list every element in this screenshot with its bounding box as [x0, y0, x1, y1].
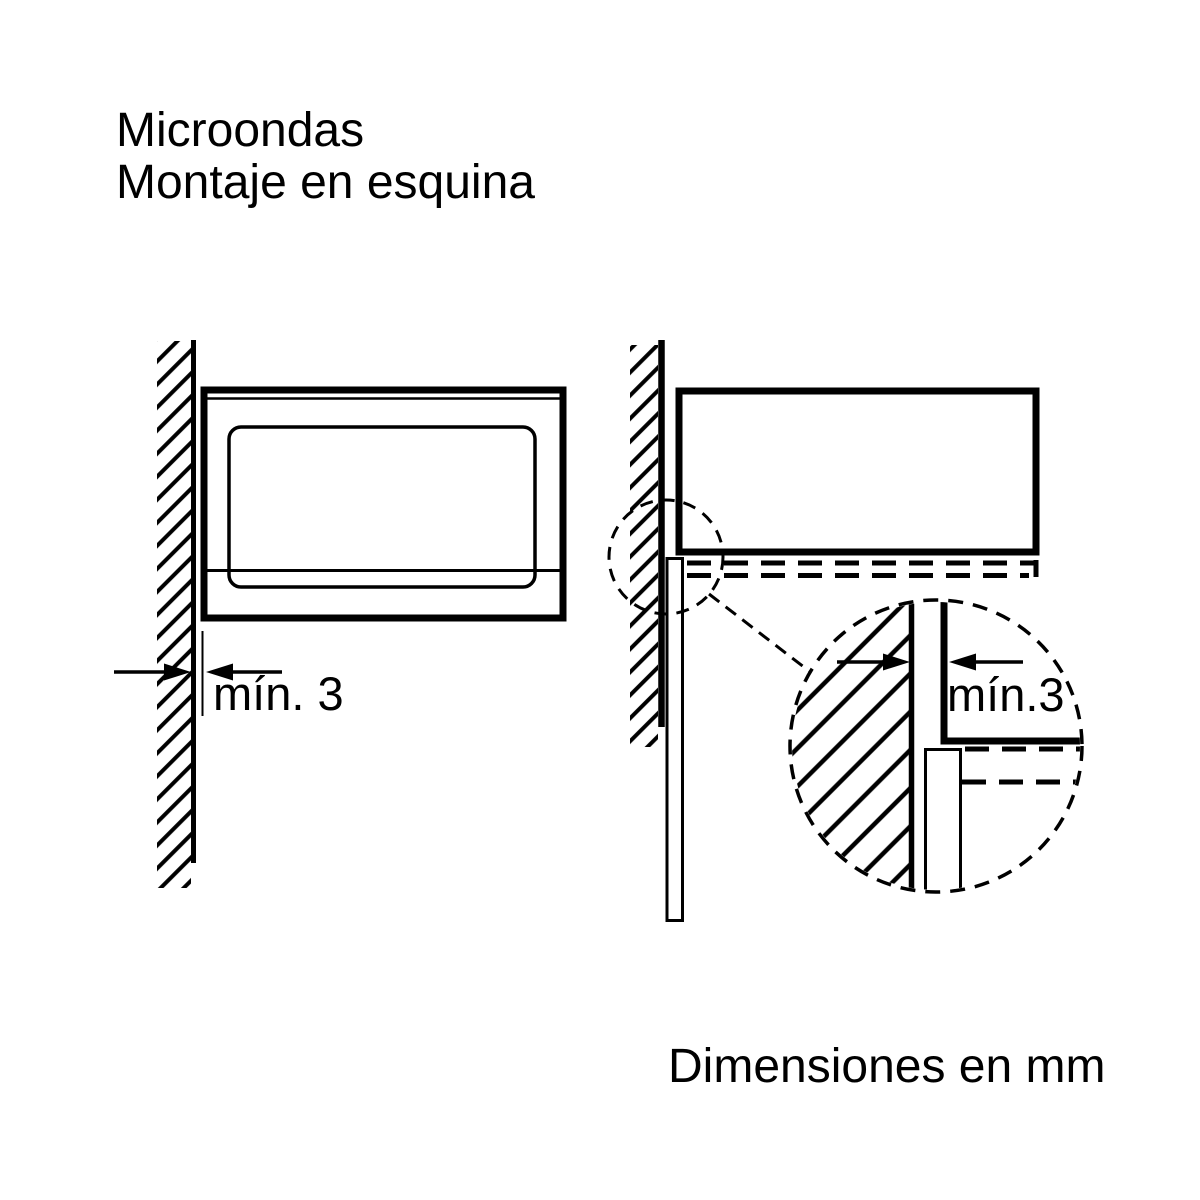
- page-title: Microondas Montaje en esquina: [116, 104, 535, 209]
- microwave-door-front: [227, 425, 537, 589]
- arrow-left-icon: [206, 663, 233, 681]
- detail-clearance-dimension: mín.3: [837, 653, 1065, 721]
- wall-hatch: [792, 602, 911, 890]
- title-line-2: Montaje en esquina: [116, 156, 535, 209]
- arrow-right-icon: [883, 653, 910, 671]
- arrow-right-icon: [164, 663, 191, 681]
- microwave-door-open: [665, 557, 684, 922]
- microwave-door-open: [924, 748, 963, 890]
- top-view-diagram: [607, 340, 1040, 922]
- title-line-1: Microondas: [116, 104, 364, 157]
- detail-view-diagram: mín.3: [788, 598, 1084, 894]
- units-note: Dimensiones en mm: [668, 1040, 1105, 1093]
- callout-connector-line: [708, 592, 810, 673]
- microwave-body-top: [675, 387, 1040, 556]
- callout-source-circle: [607, 498, 725, 616]
- microwave-body-front: [200, 386, 567, 622]
- detail-circle: [788, 598, 1084, 894]
- front-clearance-dimension: mín. 3: [114, 631, 344, 720]
- front-view-diagram: mín. 3: [114, 340, 567, 888]
- wall-hatch: [157, 341, 191, 888]
- arrow-left-icon: [949, 653, 976, 671]
- detail-clearance-label: mín.3: [947, 668, 1065, 721]
- front-clearance-label: mín. 3: [213, 667, 344, 720]
- wall-hatch: [630, 345, 658, 747]
